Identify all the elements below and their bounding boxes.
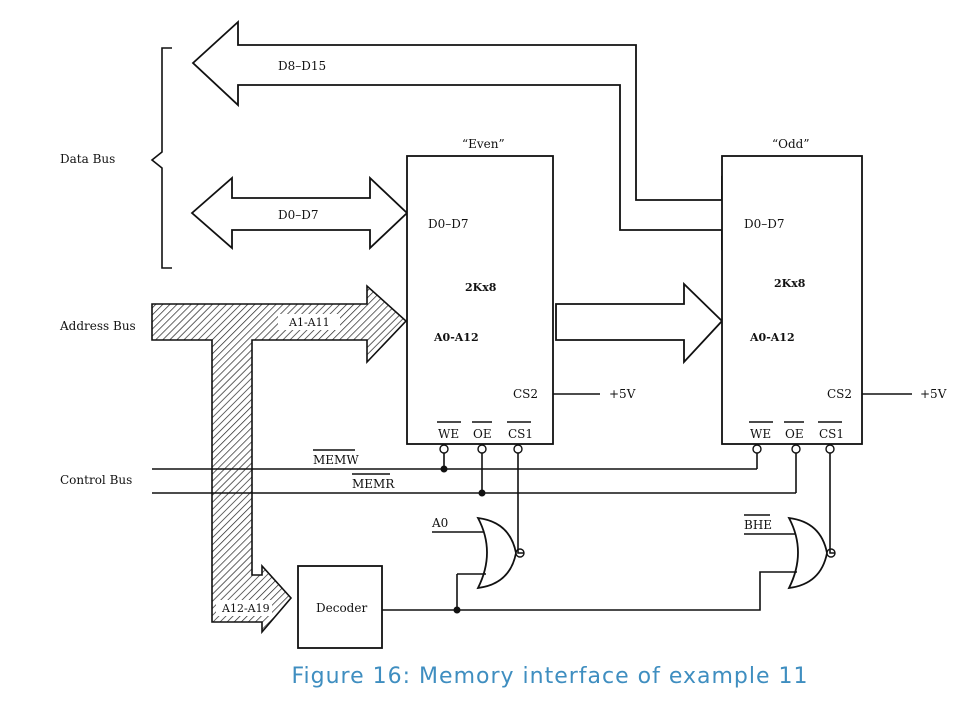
odd-addr-label-bg: [744, 326, 806, 346]
even-cs1-bubble: [513, 444, 523, 454]
even-or-gate: [476, 516, 517, 590]
even-we-bubble: [439, 444, 449, 454]
odd-size-label-bg: [767, 270, 819, 292]
even-memory-chip: [406, 155, 554, 445]
odd-chip-title: “Odd”: [772, 137, 809, 151]
a12-a19-label-bg: [216, 600, 272, 616]
data-bus-brace: [150, 47, 172, 269]
address-bus-arrow: [151, 284, 408, 635]
decoder-junction-dot: [453, 606, 461, 614]
even-oe-bubble: [477, 444, 487, 454]
d0-d7-bus-label: D0–D7: [278, 208, 319, 222]
memr-junction-dot: [478, 489, 486, 497]
memw-label: MEMW: [313, 453, 359, 467]
odd-size-label: 2Kx8: [774, 277, 806, 290]
even-d0-d7-label: D0–D7: [428, 217, 469, 231]
decoder-output-wire: [382, 571, 797, 611]
control-bus-label: Control Bus: [60, 473, 132, 487]
odd-cs2-label: CS2: [827, 387, 852, 401]
even-cs1-label: CS1: [508, 427, 533, 441]
memr-label: MEMR: [352, 477, 395, 491]
figure-caption: Figure 16: Memory interface of example 1…: [0, 664, 960, 689]
even-size-label-bg: [456, 274, 508, 296]
odd-cs1-label: CS1: [819, 427, 844, 441]
odd-plus5v-label: +5V: [920, 387, 947, 401]
odd-we-label: WE: [750, 427, 771, 441]
address-bus-to-odd: [555, 281, 724, 365]
even-addr-label: A0-A12: [433, 331, 479, 344]
figure-caption-text: Figure 16: Memory interface of example 1…: [291, 664, 809, 689]
a12-a19-label: A12-A19: [221, 602, 270, 615]
bhe-label: BHE: [744, 518, 772, 532]
odd-or-gate: [787, 516, 828, 590]
even-chip-title: “Even”: [462, 137, 505, 151]
d8-d15-label: D8–D15: [278, 59, 326, 73]
odd-addr-label: A0-A12: [749, 331, 795, 344]
even-cs1-wire: [517, 453, 524, 554]
decoder-block: [297, 565, 383, 649]
decoder-label: Decoder: [316, 601, 367, 615]
odd-cs1-wire: [829, 453, 835, 554]
odd-memory-chip: [721, 155, 863, 445]
odd-oe-label: OE: [785, 427, 804, 441]
odd-d0-d7-label: D0–D7: [744, 217, 785, 231]
address-bus-label: Address Bus: [59, 319, 136, 333]
memw-junction-dot: [440, 465, 448, 473]
odd-we-bubble: [752, 444, 762, 454]
data-bus-label: Data Bus: [60, 152, 115, 166]
even-cs2-label: CS2: [513, 387, 538, 401]
a0-label: A0: [431, 516, 448, 530]
even-oe-label: OE: [473, 427, 492, 441]
a1-a11-label-bg: [278, 314, 340, 330]
even-addr-label-bg: [428, 326, 490, 346]
odd-cs1-bubble: [825, 444, 835, 454]
a1-a11-label: A1-A11: [288, 316, 330, 329]
odd-oe-bubble: [791, 444, 801, 454]
even-we-label: WE: [438, 427, 459, 441]
even-plus5v-label: +5V: [609, 387, 636, 401]
even-size-label: 2Kx8: [465, 281, 497, 294]
